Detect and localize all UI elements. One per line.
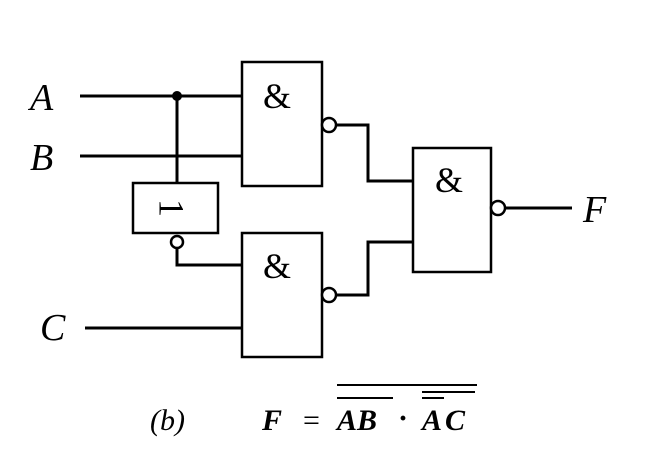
nand-gate-output-bubble — [489, 199, 507, 217]
nand-gate-output — [411, 146, 493, 274]
formula-term-ab: AB — [335, 404, 377, 437]
nand-gate-bottom — [240, 231, 324, 359]
figure-caption-label: (b) — [150, 404, 185, 437]
nand-gate-top-label: & — [263, 76, 291, 116]
formula-term-a: A — [420, 404, 442, 437]
nand-gate-bottom-label: & — [263, 246, 291, 286]
wire-nand-top-out — [336, 123, 413, 183]
wire-nand-bottom-out — [336, 240, 413, 297]
input-label-a: A — [27, 77, 54, 119]
inverter-gate — [131, 181, 220, 235]
output-label-f: F — [582, 189, 607, 231]
input-label-c: C — [40, 307, 66, 349]
inverter-output-bubble — [169, 234, 185, 250]
input-label-b: B — [30, 137, 53, 179]
nand-gate-top-bubble — [320, 116, 338, 134]
formula-lhs: F — [261, 404, 282, 437]
formula-equals: = — [303, 404, 320, 437]
formula-dot: · — [398, 402, 408, 435]
formula-term-c: C — [445, 404, 466, 437]
wire-not-a — [175, 248, 242, 267]
inverter-gate-label: 1 — [152, 199, 192, 217]
nand-gate-output-label: & — [435, 160, 463, 200]
nand-gate-bottom-bubble — [320, 286, 338, 304]
